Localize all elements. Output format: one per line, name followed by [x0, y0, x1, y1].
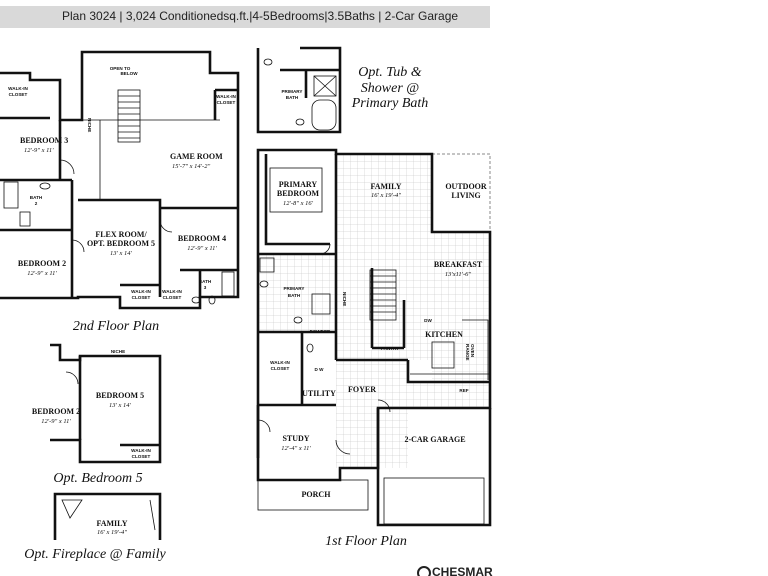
- open-to-below-label-1: OPEN TO: [110, 66, 131, 71]
- primary-bedroom-name: PRIMARY: [279, 180, 318, 189]
- bath2-label-2: 2: [35, 201, 38, 206]
- opt-tub-caption-3: Primary Bath: [351, 96, 429, 111]
- range-label-1: RANGE: [465, 344, 470, 361]
- flex-room-dim: 13' x 14': [110, 250, 133, 257]
- niche-label: NICHE: [87, 118, 92, 132]
- opt-fp-family-dim: 16' x 19'-4": [97, 529, 127, 536]
- opt-fireplace-caption: Opt. Fireplace @ Family: [24, 547, 166, 562]
- logo-text: CHESMAR: [432, 565, 493, 576]
- second-floor-caption: 2nd Floor Plan: [73, 319, 159, 334]
- porch-label: PORCH: [302, 490, 332, 499]
- opt-fireplace-plan: FAMILY 16' x 19'-4" Opt. Fireplace @ Fam…: [24, 492, 167, 562]
- game-room-name: GAME ROOM: [170, 152, 223, 161]
- walk-in-closet-right-1: WALK-IN: [216, 94, 236, 99]
- primary-bedroom-name-2: BEDROOM: [277, 189, 320, 198]
- study-dim: 12'-4" x 11': [281, 445, 311, 452]
- utility-label: UTILITY: [302, 389, 336, 398]
- range-label-2: OVEN: [470, 344, 475, 358]
- bedroom2-name: BEDROOM 2: [18, 259, 66, 268]
- walk-in-closet-left-2: CLOSET: [9, 92, 28, 97]
- powder-label: POWDER: [310, 329, 331, 334]
- ref-label: REF: [459, 388, 468, 393]
- bedroom3-name: BEDROOM 3: [20, 136, 68, 145]
- outdoor-living-name-2: LIVING: [451, 191, 480, 200]
- study-name: STUDY: [282, 434, 309, 443]
- first-floor-caption: 1st Floor Plan: [325, 534, 407, 549]
- opt-b5-niche: NICHE: [111, 349, 125, 354]
- opt-fp-family-name: FAMILY: [96, 519, 127, 528]
- bedroom3-dim: 12'-9" x 11': [24, 147, 54, 154]
- flex-room-name: FLEX ROOM/: [95, 230, 147, 239]
- opt-b5-closet-2: CLOSET: [132, 454, 151, 459]
- opt-tub-bath-2: BATH: [286, 95, 299, 100]
- first-floor-niche: NICHE: [342, 292, 347, 306]
- title-bar: Plan 3024 | 3,024 Conditionedsq.ft.|4-5B…: [0, 6, 490, 28]
- opt-b5-closet-1: WALK-IN: [131, 448, 151, 453]
- kitchen-label: KITCHEN: [425, 330, 463, 339]
- primary-bath-label-2: BATH: [288, 293, 301, 298]
- foyer-label: FOYER: [348, 385, 376, 394]
- bath3-label-2: 3: [204, 285, 207, 290]
- chesmar-logo: CHESMAR: [417, 565, 493, 576]
- second-floor-plan: OPEN TO BELOW WALK-IN CLOSET WALK-IN CLO…: [0, 50, 240, 334]
- opt-tub-bath-1: PRIMARY: [281, 89, 302, 94]
- bath2-label-1: BATH: [30, 195, 43, 200]
- dishwasher-label: DW: [424, 318, 432, 323]
- opt-tub-caption-2: Shower @: [361, 81, 420, 96]
- primary-bedroom-dim: 12'-8" x 16': [283, 200, 314, 207]
- pantry-label: PANTRY: [381, 346, 399, 351]
- open-to-below-label-2: BELOW: [120, 71, 138, 76]
- logo-mark-icon: [417, 566, 431, 576]
- first-floor-plan: PRIMARY BEDROOM 12'-8" x 16' FAMILY 16' …: [256, 148, 492, 549]
- opt-tub-plan: PRIMARY BATH Opt. Tub & Shower @ Primary…: [256, 46, 429, 134]
- game-room-dim: 15'-7" x 14'-2": [172, 163, 210, 170]
- opt-b5-bedroom5-dim: 13' x 14': [109, 402, 132, 409]
- walk-in-closet-flex-1: WALK-IN: [131, 289, 151, 294]
- walk-in-closet-flex-2: CLOSET: [132, 295, 151, 300]
- bedroom2-dim: 12'-9" x 11': [27, 270, 57, 277]
- plan-title: Plan 3024 | 3,024 Conditionedsq.ft.|4-5B…: [62, 9, 459, 23]
- breakfast-name: BREAKFAST: [434, 260, 483, 269]
- opt-tub-caption-1: Opt. Tub &: [358, 65, 422, 80]
- family-name: FAMILY: [370, 182, 401, 191]
- flex-room-name-2: OPT. BEDROOM 5: [87, 239, 155, 248]
- breakfast-dim: 13'x11'-6": [445, 271, 472, 278]
- bath3-label-1: BATH: [199, 279, 212, 284]
- walk-in-closet-left-1: WALK-IN: [8, 86, 28, 91]
- opt-b5-bedroom2-dim: 12'-9" x 11': [41, 418, 71, 425]
- walk-in-closet-label-1: WALK-IN: [270, 360, 290, 365]
- washer-dryer-label: D W: [315, 367, 325, 372]
- outdoor-living-name: OUTDOOR: [445, 182, 487, 191]
- walk-in-closet-b4-2: CLOSET: [163, 295, 182, 300]
- walk-in-closet-right-2: CLOSET: [217, 100, 236, 105]
- walk-in-closet-label-2: CLOSET: [271, 366, 290, 371]
- opt-b5-bedroom5-name: BEDROOM 5: [96, 391, 144, 400]
- bedroom4-name: BEDROOM 4: [178, 234, 226, 243]
- walk-in-closet-b4-1: WALK-IN: [162, 289, 182, 294]
- family-dim: 16' x 19'-4": [371, 192, 401, 199]
- opt-bedroom5-caption: Opt. Bedroom 5: [53, 471, 142, 486]
- opt-bedroom5-plan: NICHE BEDROOM 2 12'-9" x 11' BEDROOM 5 1…: [32, 343, 162, 486]
- bedroom4-dim: 12'-9" x 11': [187, 245, 217, 252]
- garage-label: 2-CAR GARAGE: [404, 435, 465, 444]
- opt-b5-bedroom2-name: BEDROOM 2: [32, 407, 80, 416]
- primary-bath-label-1: PRIMARY: [283, 286, 304, 291]
